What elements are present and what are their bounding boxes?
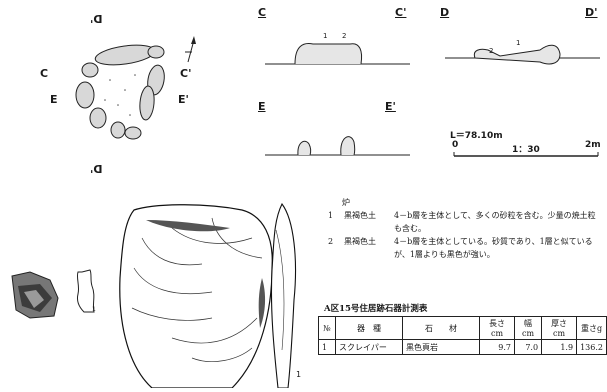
artifact-photo-fragment (10, 268, 60, 323)
artifact-small-outline-drawing (76, 269, 95, 313)
table-row: 1 スクレイパー 黒色頁岩 9.7 7.0 1.9 136.2 (318, 339, 607, 355)
section-d: D D' 1 2 (440, 6, 605, 76)
section-d-left-label: D (440, 6, 450, 19)
artifact-small-label: 1 (92, 306, 96, 313)
section-c-left-label: C (258, 6, 267, 19)
rock-fragment-image (11, 271, 59, 319)
legend-row-soil: 黒褐色土 (344, 237, 376, 246)
section-d-profile (445, 44, 600, 65)
header-material: 石 材 (402, 316, 480, 340)
hearth-plan: D' D' C C' E E' (30, 0, 230, 190)
cell-thickness: 1.9 (541, 339, 578, 355)
measurement-table: № 器 種 石 材 長さcm 幅cm 厚さcm 重さg 1 スクレイパー 黒色頁… (318, 316, 607, 355)
scale-ratio: 1：30 (512, 145, 540, 155)
table-title: A区15号住居跡石器計測表 (324, 304, 428, 314)
section-c-layer2: 2 (342, 32, 347, 40)
section-c-right-label: C' (395, 6, 407, 19)
section-e-profile (265, 136, 410, 156)
cell-length: 9.7 (478, 339, 516, 355)
soil-legend: 炉 1 黒褐色土 4－b層を主体として、多くの砂粒を含む。少量の焼土粒も含む。 … (328, 196, 603, 261)
scale-end: 2m (585, 140, 601, 150)
legend-row-number: 1 (328, 211, 334, 220)
section-c: C C' 1 2 (255, 6, 415, 76)
header-width: 幅cm (514, 316, 543, 340)
legend-row: 2 黒褐色土 4－b層を主体としている。砂質であり、1層と似ているが、1層よりも… (328, 235, 603, 261)
header-length: 長さcm (478, 316, 516, 340)
plan-label-c-prime: C' (180, 67, 192, 80)
section-e-right-label: E' (385, 100, 396, 113)
legend-row-number: 2 (328, 237, 334, 246)
cell-width: 7.0 (514, 339, 543, 355)
scale-elevation: L＝78.10m (450, 131, 503, 141)
hearth-plan-drawing (75, 36, 196, 140)
legend-row-description: 4－b層を主体としている。砂質であり、1層と似ているが、1層よりも黒色が強い。 (394, 237, 593, 259)
scraper-ventral-view (119, 204, 273, 389)
legend-row-soil: 黒褐色土 (344, 211, 376, 220)
header-no: № (318, 316, 336, 340)
cell-weight: 136.2 (576, 339, 607, 355)
cell-no: 1 (318, 339, 336, 355)
section-c-profile (265, 43, 410, 65)
section-e-left-label: E (258, 100, 266, 113)
plan-label-e-prime: E' (178, 93, 189, 106)
legend-heading: 炉 (342, 198, 350, 207)
plan-label-d-bottom: D' (90, 162, 103, 175)
table-header-row: № 器 種 石 材 長さcm 幅cm 厚さcm 重さg (318, 316, 607, 340)
scale-bar: L＝78.10m 0 1：30 2m (450, 128, 605, 168)
artifact-small-outline: 1 (72, 268, 102, 316)
cell-material: 黒色頁岩 (402, 339, 480, 355)
scraper-side-view: 1 (264, 200, 304, 389)
plan-label-c: C (40, 67, 49, 80)
plan-label-e: E (50, 93, 58, 106)
header-thickness: 厚さcm (541, 316, 578, 340)
section-d-layer2: 2 (489, 47, 494, 55)
scraper-side-view-drawing (270, 202, 297, 389)
legend-row-description: 4－b層を主体として、多くの砂粒を含む。少量の焼土粒も含む。 (394, 211, 596, 233)
plan-label-d-top: D' (90, 12, 103, 25)
section-c-layer1: 1 (323, 32, 328, 40)
artifact-number-label: 1 (296, 370, 302, 379)
header-type: 器 種 (335, 316, 403, 340)
section-d-right-label: D' (585, 6, 598, 19)
cell-type: スクレイパー (335, 339, 403, 355)
legend-row: 1 黒褐色土 4－b層を主体として、多くの砂粒を含む。少量の焼土粒も含む。 (328, 209, 603, 235)
scale-start: 0 (452, 140, 459, 150)
section-e: E E' (255, 100, 415, 170)
section-d-layer1: 1 (516, 39, 521, 47)
header-weight: 重さg (576, 316, 607, 340)
scale-bar-line (453, 152, 599, 157)
scraper-drawing (112, 198, 302, 389)
